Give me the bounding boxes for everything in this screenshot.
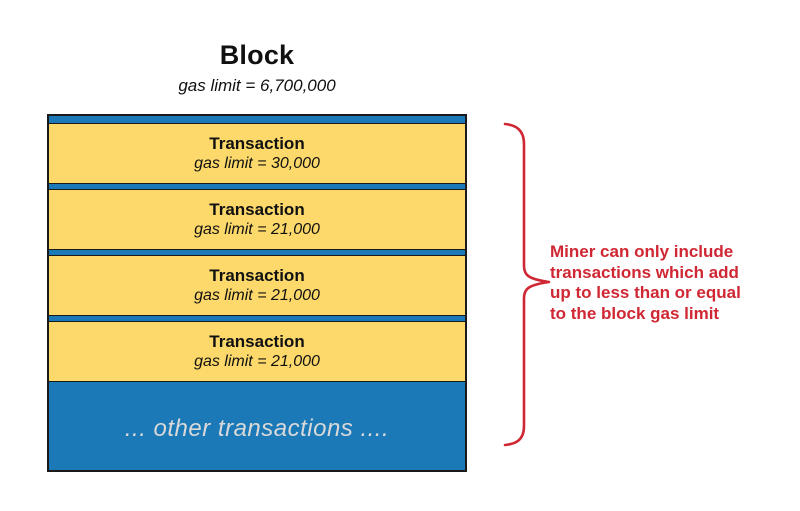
transaction-label: Transaction [209, 266, 305, 285]
transaction-box: Transaction gas limit = 30,000 [49, 123, 465, 184]
annotation-line: Miner can only include [550, 242, 734, 261]
annotation-line: up to less than or equal [550, 283, 741, 302]
other-transactions-label: ... other transactions .... [124, 414, 390, 442]
annotation-line: transactions which add [550, 262, 739, 282]
transaction-gas-limit: gas limit = 21,000 [194, 353, 320, 370]
transaction-box: Transaction gas limit = 21,000 [49, 255, 465, 316]
diagram-header: Block gas limit = 6,700,000 [47, 40, 467, 96]
other-transactions-section: ... other transactions .... [49, 387, 465, 470]
block-gas-limit: gas limit = 6,700,000 [178, 76, 336, 95]
transaction-gas-limit: gas limit = 30,000 [194, 155, 320, 172]
transaction-label: Transaction [209, 200, 305, 219]
block-title: Block [219, 40, 295, 70]
transaction-gas-limit: gas limit = 21,000 [194, 287, 320, 304]
transaction-box: Transaction gas limit = 21,000 [49, 321, 465, 382]
transaction-label: Transaction [209, 134, 305, 153]
block-container: Transaction gas limit = 30,000 Transacti… [47, 114, 467, 472]
transaction-label: Transaction [209, 332, 305, 351]
curly-brace-icon [503, 122, 551, 447]
transaction-gas-limit: gas limit = 21,000 [194, 221, 320, 238]
transaction-box: Transaction gas limit = 21,000 [49, 189, 465, 250]
annotation-text: Miner can only include transactions whic… [550, 242, 775, 324]
annotation-line: to the block gas limit [550, 303, 720, 323]
